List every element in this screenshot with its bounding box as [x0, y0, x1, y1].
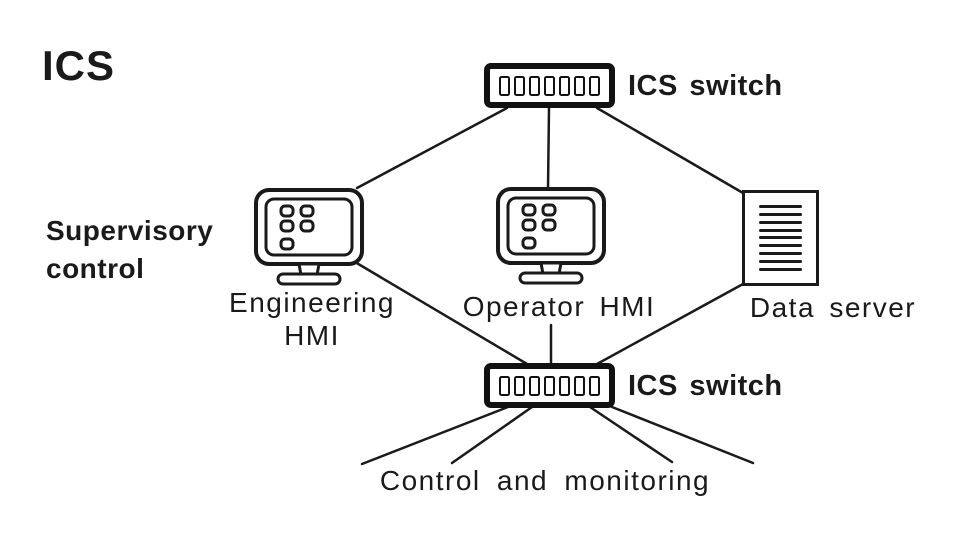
- zone-label-supervisory-control: Supervisory control: [46, 212, 213, 288]
- switch-port-icon: [514, 75, 525, 96]
- switch-port-icon: [574, 75, 585, 96]
- bottom-ics-switch-icon: [484, 363, 615, 408]
- server-slot-line: [759, 220, 802, 224]
- control-and-monitoring-label: Control and monitoring: [379, 465, 711, 496]
- link-bottomswitch-field-3: [588, 405, 674, 464]
- link-bottomswitch-field-4: [610, 405, 755, 465]
- engineering-hmi-label: Engineering HMI: [222, 286, 402, 352]
- link-data-server-bottomswitch: [595, 282, 745, 366]
- zone-label-line2: control: [46, 253, 145, 284]
- link-topswitch-data-server: [595, 106, 745, 195]
- switch-port-icon: [589, 375, 600, 396]
- server-slot-line: [759, 252, 802, 256]
- switch-port-icon: [529, 375, 540, 396]
- server-slot-line: [759, 268, 802, 272]
- engineering-hmi-label-line1: Engineering: [229, 287, 395, 318]
- switch-port-icon: [499, 75, 510, 96]
- link-engineering-hmi-bottomswitch: [353, 260, 529, 366]
- link-topswitch-operator-hmi: [546, 106, 551, 191]
- switch-port-icon: [559, 75, 570, 96]
- server-slot-line: [759, 204, 802, 208]
- data-server-icon: [742, 190, 819, 286]
- server-slot-line: [759, 236, 802, 240]
- engineering-hmi-label-line2: HMI: [284, 320, 340, 351]
- zone-label-line1: Supervisory: [46, 215, 214, 246]
- operator-hmi-monitor-icon: [496, 187, 606, 285]
- switch-port-icon: [589, 75, 600, 96]
- diagram-title: ICS: [42, 42, 116, 89]
- link-bottomswitch-field-1: [360, 405, 510, 466]
- switch-port-icon: [559, 375, 570, 396]
- link-topswitch-engineering-hmi: [355, 106, 509, 190]
- switch-port-icon: [574, 375, 585, 396]
- server-slot-line: [759, 212, 802, 216]
- switch-port-icon: [514, 375, 525, 396]
- bottom-ics-switch-label: ICS switch: [628, 370, 783, 402]
- switch-port-icon: [544, 75, 555, 96]
- operator-hmi-label: Operator HMI: [462, 291, 656, 322]
- server-slot-line: [759, 260, 802, 264]
- top-ics-switch-label: ICS switch: [628, 70, 783, 102]
- server-slot-line: [759, 244, 802, 248]
- data-server-label: Data server: [749, 292, 917, 323]
- switch-port-icon: [529, 75, 540, 96]
- top-ics-switch-icon: [484, 63, 615, 108]
- switch-port-icon: [544, 375, 555, 396]
- engineering-hmi-monitor-icon: [254, 188, 364, 286]
- switch-port-icon: [499, 375, 510, 396]
- link-bottomswitch-field-2: [450, 405, 534, 465]
- server-slot-line: [759, 228, 802, 232]
